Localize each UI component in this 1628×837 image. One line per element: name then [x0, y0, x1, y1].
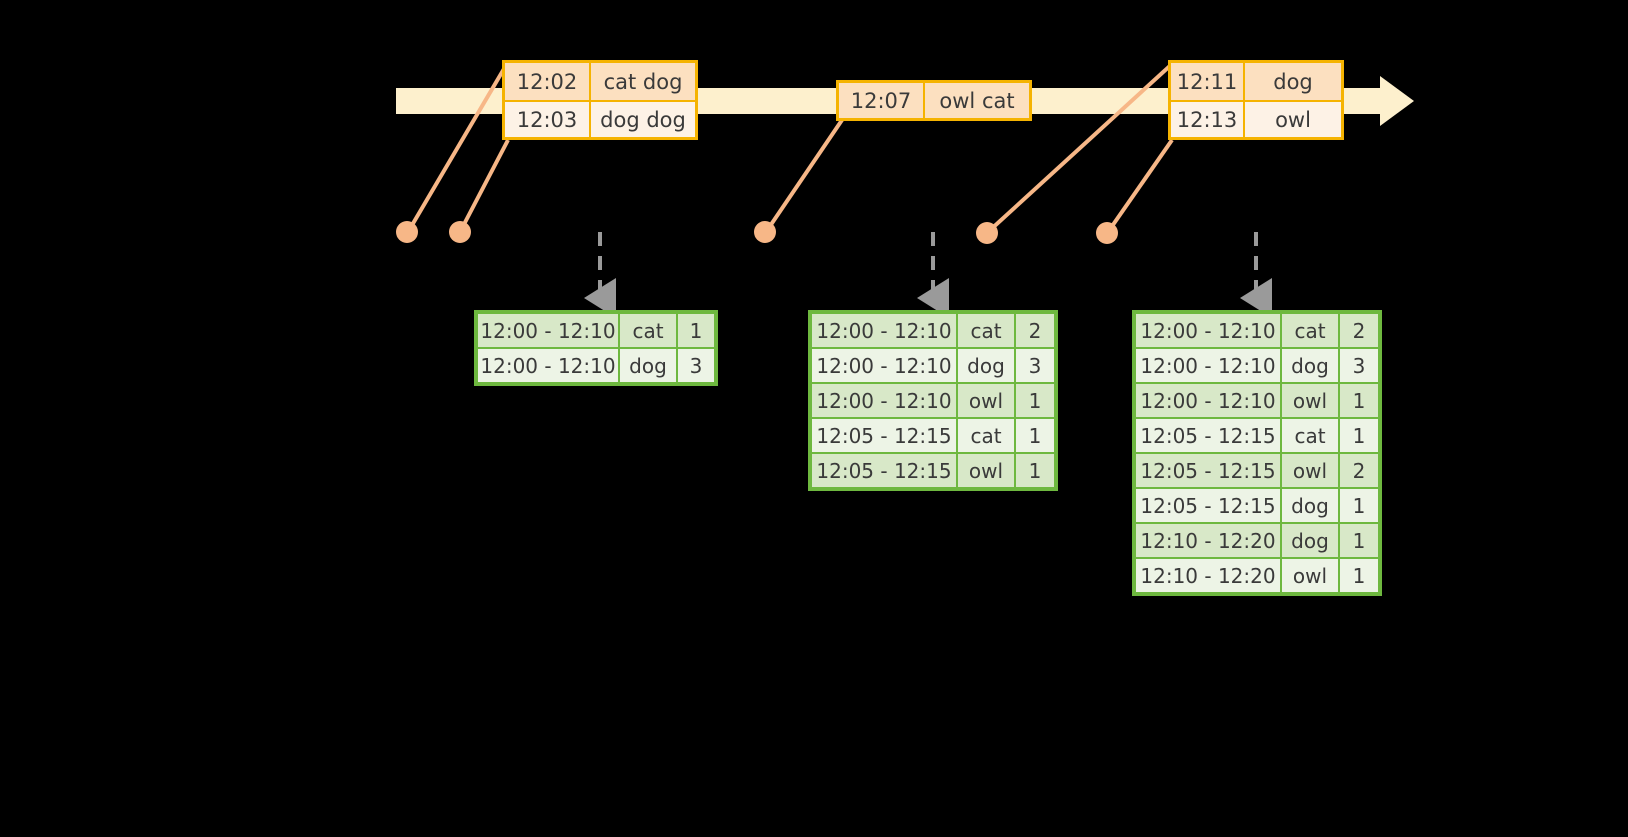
- cell-word: dog: [958, 349, 1014, 382]
- event-words: owl: [1245, 102, 1341, 137]
- cell-word: dog: [1282, 524, 1338, 557]
- event-dot-3: [754, 221, 776, 243]
- event-row: 12:02 cat dog: [505, 63, 695, 100]
- timeline-arrowhead: [1380, 76, 1414, 126]
- event-time: 12:13: [1171, 102, 1245, 137]
- event-time: 12:07: [839, 83, 925, 118]
- cell-window: 12:00 - 12:10: [478, 349, 618, 382]
- cell-count: 1: [1340, 559, 1378, 592]
- cell-count: 1: [1016, 384, 1054, 417]
- cell-window: 12:00 - 12:10: [478, 314, 618, 347]
- event-row: 12:11 dog: [1171, 63, 1341, 100]
- cell-word: dog: [620, 349, 676, 382]
- event-dot-1: [396, 221, 418, 243]
- cell-count: 2: [1016, 314, 1054, 347]
- cell-window: 12:05 - 12:15: [812, 454, 956, 487]
- cell-window: 12:00 - 12:10: [1136, 349, 1280, 382]
- cell-window: 12:05 - 12:15: [1136, 419, 1280, 452]
- cell-count: 3: [1016, 349, 1054, 382]
- cell-window: 12:00 - 12:10: [1136, 384, 1280, 417]
- event-row: 12:07 owl cat: [839, 83, 1029, 118]
- event-dot-4: [976, 222, 998, 244]
- cell-window: 12:00 - 12:10: [812, 384, 956, 417]
- event-dot-5: [1096, 222, 1118, 244]
- cell-count: 1: [1340, 384, 1378, 417]
- event-time: 12:02: [505, 63, 591, 100]
- cell-window: 12:00 - 12:10: [812, 349, 956, 382]
- cell-word: owl: [958, 384, 1014, 417]
- cell-word: cat: [620, 314, 676, 347]
- cell-word: cat: [1282, 314, 1338, 347]
- event-time: 12:03: [505, 102, 591, 137]
- event-words: owl cat: [925, 83, 1029, 118]
- cell-word: cat: [958, 314, 1014, 347]
- event-words: cat dog: [591, 63, 695, 100]
- cell-window: 12:00 - 12:10: [812, 314, 956, 347]
- cell-window: 12:00 - 12:10: [1136, 314, 1280, 347]
- cell-count: 2: [1340, 314, 1378, 347]
- cell-word: cat: [958, 419, 1014, 452]
- cell-word: owl: [1282, 559, 1338, 592]
- event-row: 12:03 dog dog: [505, 100, 695, 137]
- cell-word: cat: [1282, 419, 1338, 452]
- cell-count: 1: [678, 314, 714, 347]
- cell-window: 12:05 - 12:15: [1136, 454, 1280, 487]
- cell-word: owl: [1282, 454, 1338, 487]
- cell-count: 3: [678, 349, 714, 382]
- event-words: dog dog: [591, 102, 695, 137]
- cell-word: dog: [1282, 489, 1338, 522]
- event-group-1: 12:02 cat dog 12:03 dog dog: [502, 60, 698, 140]
- cell-window: 12:10 - 12:20: [1136, 524, 1280, 557]
- cell-count: 1: [1340, 489, 1378, 522]
- cell-count: 3: [1340, 349, 1378, 382]
- cell-window: 12:10 - 12:20: [1136, 559, 1280, 592]
- cell-window: 12:05 - 12:15: [1136, 489, 1280, 522]
- event-time: 12:11: [1171, 63, 1245, 100]
- event-words: dog: [1245, 63, 1341, 100]
- event-row: 12:13 owl: [1171, 100, 1341, 137]
- cell-count: 2: [1340, 454, 1378, 487]
- cell-window: 12:05 - 12:15: [812, 419, 956, 452]
- cell-count: 1: [1340, 524, 1378, 557]
- event-group-2: 12:07 owl cat: [836, 80, 1032, 121]
- cell-word: dog: [1282, 349, 1338, 382]
- cell-count: 1: [1340, 419, 1378, 452]
- event-dot-2: [449, 221, 471, 243]
- cell-count: 1: [1016, 454, 1054, 487]
- cell-count: 1: [1016, 419, 1054, 452]
- cell-word: owl: [1282, 384, 1338, 417]
- cell-word: owl: [958, 454, 1014, 487]
- event-group-3: 12:11 dog 12:13 owl: [1168, 60, 1344, 140]
